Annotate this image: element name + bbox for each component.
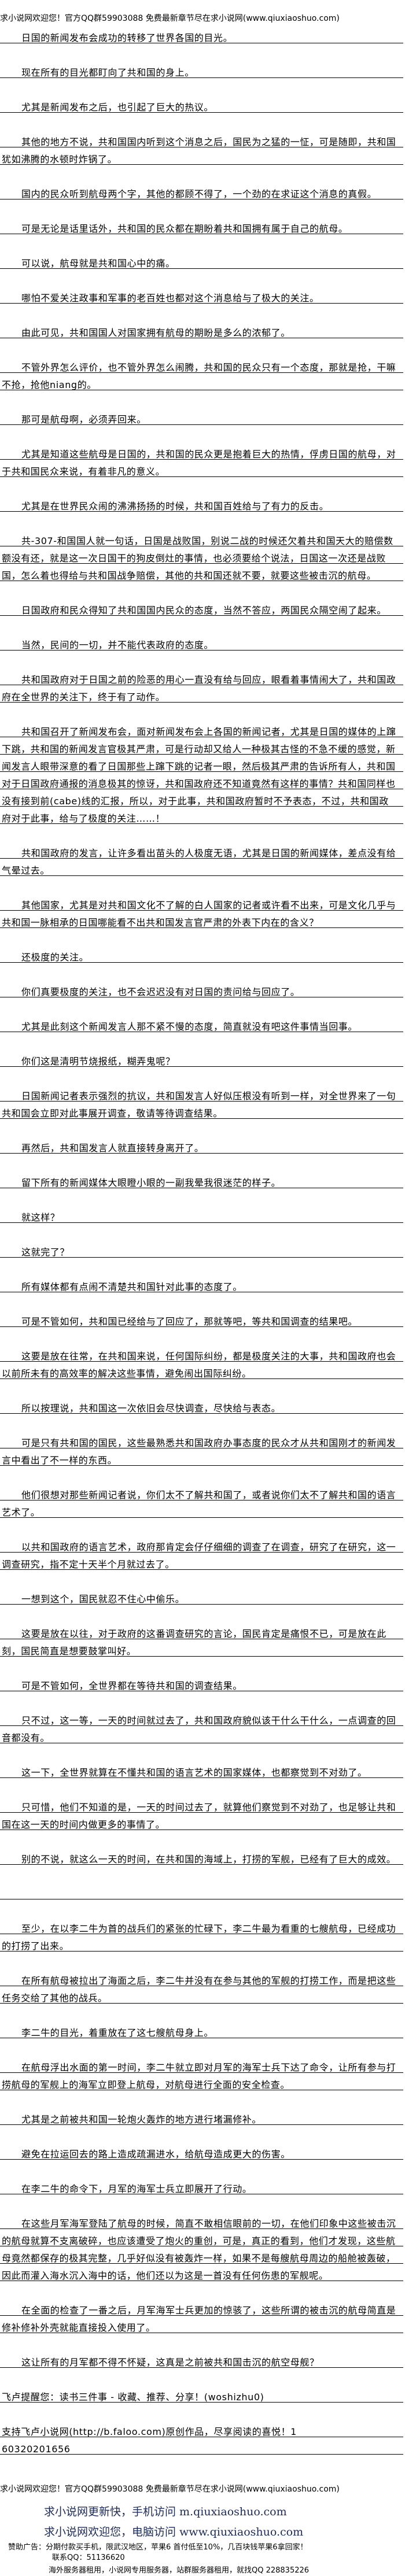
paragraph: 只不过，这一等，一天的时间就过去了，共和国政府貌似该干什么干什么，一点调查的回音…	[0, 1712, 403, 1747]
paragraph: 别的不说，就这么一天的时间，在共和国的海域上，打捞的军舰，已经有了巨大的成效。	[0, 1851, 403, 1868]
paragraph: 其他国家，尤其是对共和国文化不了解的白人国家的记者或许看不出来，可是文化几乎与共…	[0, 897, 403, 932]
paragraph: 共-307-和国国人就一句话，日国是战败国，别说二战的时候还欠着共和国天大的赔偿…	[0, 533, 403, 585]
footer-welcome-banner: 求小说网欢迎您！官方QQ群59903088 免费最新章节尽在求小说网(www.q…	[0, 2485, 340, 2494]
paragraph: 尤其是此刻这个新闻发言人那不紧不慢的态度，简直就没有吧这件事情当回事。	[0, 1018, 403, 1036]
paragraph: 所以按理说，共和国这一次依旧会尽快调查，尽快给与表态。	[0, 1400, 403, 1417]
paragraph: 只可惜，他们不知道的是，一天的时间过去了，就算他们察觉到不对劲了，也足够让共和国…	[0, 1799, 403, 1834]
paragraph: 在航母浮出水面的第一时间，李二牛就立即对月军的海军士兵下达了命令，让所有参与打捞…	[0, 2059, 403, 2094]
chapter-code: 60320201656	[2, 2444, 71, 2455]
paragraph: 可以说，航母就是共和国心中的痛。	[0, 255, 403, 272]
reminder-note: 飞卢提醒您：读书三件事 - 收藏、推荐、分享！(woshizhu0)	[0, 2389, 403, 2406]
paragraph: 日国政府和民众得知了共和国国内民众的态度，当然不答应，两国民众隔空闹了起来。	[0, 602, 403, 619]
paragraph: 这就完了？	[0, 1244, 403, 1261]
paragraph: 可是不管如何，共和国已经给与了回应了，那就等吧，等共和国调查的结果吧。	[0, 1313, 403, 1330]
paragraph: 这要是放在以往，对于政府的这番调查研究的言论，国民肯定是痛恨不已，可是放在此刻，…	[0, 1625, 403, 1660]
paragraph: 不管外界怎么评价，也不管外界怎么闹腾，共和国的民众只有一个态度，那就是抢，干嘛不…	[0, 359, 403, 394]
paragraph: 一想到这个，国民就忍不住心中偷乐。	[0, 1591, 403, 1608]
paragraph: 你们这是清明节烧报纸，糊弄鬼呢？	[0, 1053, 403, 1070]
paragraph: 还极度的关注。	[0, 949, 403, 966]
paragraph: 所有媒体都有点闹不清楚共和国针对此事的态度了。	[0, 1278, 403, 1296]
support-text: 支持飞卢小说网(http://b.faloo.com)原创作品，尽享阅读的喜悦！…	[2, 2426, 297, 2437]
paragraph: 避免在拉运回去的路上造成疏漏进水，给航母造成更大的伤害。	[0, 2146, 403, 2163]
paragraph: 李二牛的目光，着重放在了这七艘航母身上。	[0, 2024, 403, 2042]
paragraph: 在所有航母被拉出了海面之后，李二牛并没有在参与其他的军舰的打捞工作，而是把这些任…	[0, 1972, 403, 2007]
paragraph: 其他的地方不说，共和国国内听到这个消息之后，国民为之猛的一怔，可是随即，共和国犹…	[0, 134, 403, 168]
mobile-access-link[interactable]: 求小说网更新快，手机访问 m.qiuxiaoshuo.com	[44, 2505, 287, 2518]
paragraph: 尤其是之前被共和国一轮炮火轰炸的地方进行堵漏修补。	[0, 2111, 403, 2128]
paragraph: 在这些月军海军登陆了航母的时候，简直不敢相信眼前的一切，在他们印象中这些被击沉的…	[0, 2215, 403, 2285]
paragraph: 可是不管如何，全世界都在等待共和国的调查结果。	[0, 1677, 403, 1695]
paragraph: 这要是放在往常，在共和国来说，任何国际纠纷，都是极度关注的大事，共和国政府也会以…	[0, 1348, 403, 1383]
support-note: 支持飞卢小说网(http://b.faloo.com)原创作品，尽享阅读的喜悦！…	[0, 2423, 403, 2458]
paragraph: 留下所有的新闻媒体大眼瞪小眼的一副我晕我很迷茫的样子。	[0, 1174, 403, 1192]
ad-line-phone[interactable]: 赞助广告：分期付款买手机，限武汉地区，苹果6 首付低至10%，几百块钱苹果6拿回…	[8, 2543, 308, 2552]
paragraph: 尤其是在世界民众闹的沸沸扬扬的时候，共和国百姓给与了有力的反击。	[0, 498, 403, 515]
paragraph	[0, 1886, 403, 1903]
paragraph: 日国新闻记者表示强烈的抗议，共和国发言人好似压根没有听到一样，对全世界来了一句共…	[0, 1088, 403, 1122]
paragraph: 你们真要极度的关注，也不会迟迟没有对日国的责问给与回应了。	[0, 984, 403, 1001]
paragraph: 那可是航母啊，必须弄回来。	[0, 411, 403, 428]
paragraph: 在全面的检查了一番之后，月军海军士兵更加的惊骇了，这些所谓的被击沉的航母简直是修…	[0, 2302, 403, 2337]
chapter-footer-notes: 飞卢提醒您：读书三件事 - 收藏、推荐、分享！(woshizhu0) 支持飞卢小…	[0, 2389, 403, 2458]
paragraph: 可是无论是话里话外，共和国的民众都在期盼着共和国拥有属于自己的航母。	[0, 220, 403, 238]
paragraph: 共和国召开了新闻发布会，面对新闻发布会上各国的新闻记者，尤其是日国的媒体的上蹿下…	[0, 723, 403, 827]
paragraph: 尤其是知道这些航母是日国的，共和国的民众更是抱着巨大的热情，俘虏日国的航母，对于…	[0, 446, 403, 481]
paragraph: 以共和国政府的语言艺术，政府那肯定会仔仔细细的调查了在调查，研究了在研究，这一调…	[0, 1539, 403, 1573]
paragraph: 当然，民间的一切，并不能代表政府的态度。	[0, 637, 403, 654]
paragraph: 他们很想对那些新闻记者说，你们太不了解共和国了，或者说你们太不了解共和国的语言艺…	[0, 1487, 403, 1521]
paragraph: 哪怕不爱关注政事和军事的老百姓也都对这个消息给与了极大的关注。	[0, 290, 403, 307]
paragraph: 尤其是新闻发布之后，也引起了巨大的热议。	[0, 99, 403, 116]
paragraph: 就这样？	[0, 1209, 403, 1226]
paragraph: 日国的新闻发布会成功的转移了世界各国的目光。	[0, 29, 403, 47]
paragraph: 至少，在以李二牛为首的战兵们的紧张的忙碌下，李二牛最为看重的七艘航母，已经成功的…	[0, 1920, 403, 1955]
site-footer: 求小说网欢迎您！官方QQ群59903088 免费最新章节尽在求小说网(www.q…	[0, 2482, 405, 2576]
paragraph: 共和国政府对于日国之前的险恶的用心一直没有给与回应，眼看着事情闹大了，共和国政府…	[0, 671, 403, 706]
desktop-access-link[interactable]: 求小说网欢迎您，电脑访问 www.qiuxiaoshuo.com	[44, 2526, 304, 2538]
paragraph: 国内的民众听到航母两个字，其他的都顾不得了，一个劲的在求证这个消息的真假。	[0, 186, 403, 203]
ad-line-contact: 联系QQ：51136620	[52, 2553, 125, 2562]
paragraph: 这一下，全世界就算在不懂共和国的语言艺术的国家媒体，也都察觉到不对劲了。	[0, 1764, 403, 1782]
paragraph: 现在所有的目光都盯向了共和国的身上。	[0, 64, 403, 82]
site-welcome-banner: 求小说网欢迎您！官方QQ群59903088 免费最新章节尽在求小说网(www.q…	[0, 14, 340, 23]
paragraph: 共和国政府的发言，让许多看出苗头的人极度无语，尤其是日国的新闻媒体，差点没有给气…	[0, 845, 403, 879]
paragraph: 这让所有的月军都不得不怀疑，这真是之前被共和国击沉的航空母舰？	[0, 2354, 403, 2371]
paragraph: 再然后，共和国发言人就直接转身离开了。	[0, 1140, 403, 1157]
chapter-content: 日国的新闻发布会成功的转移了世界各国的目光。现在所有的目光都盯向了共和国的身上。…	[0, 29, 403, 2371]
paragraph: 可是只有共和国的国民，这些最熟悉共和国政府办事态度的民众才从共和国刚才的新闻发言…	[0, 1435, 403, 1469]
sponsor-ad: 赞助广告：分期付款买手机，限武汉地区，苹果6 首付低至10%，几百块钱苹果6拿回…	[0, 2542, 405, 2576]
paragraph: 由此可见，共和国国人对国家拥有航母的期盼是多么的浓郁了。	[0, 324, 403, 342]
paragraph: 在李二牛的命令下，月军的海军士兵立即展开了行动。	[0, 2180, 403, 2198]
